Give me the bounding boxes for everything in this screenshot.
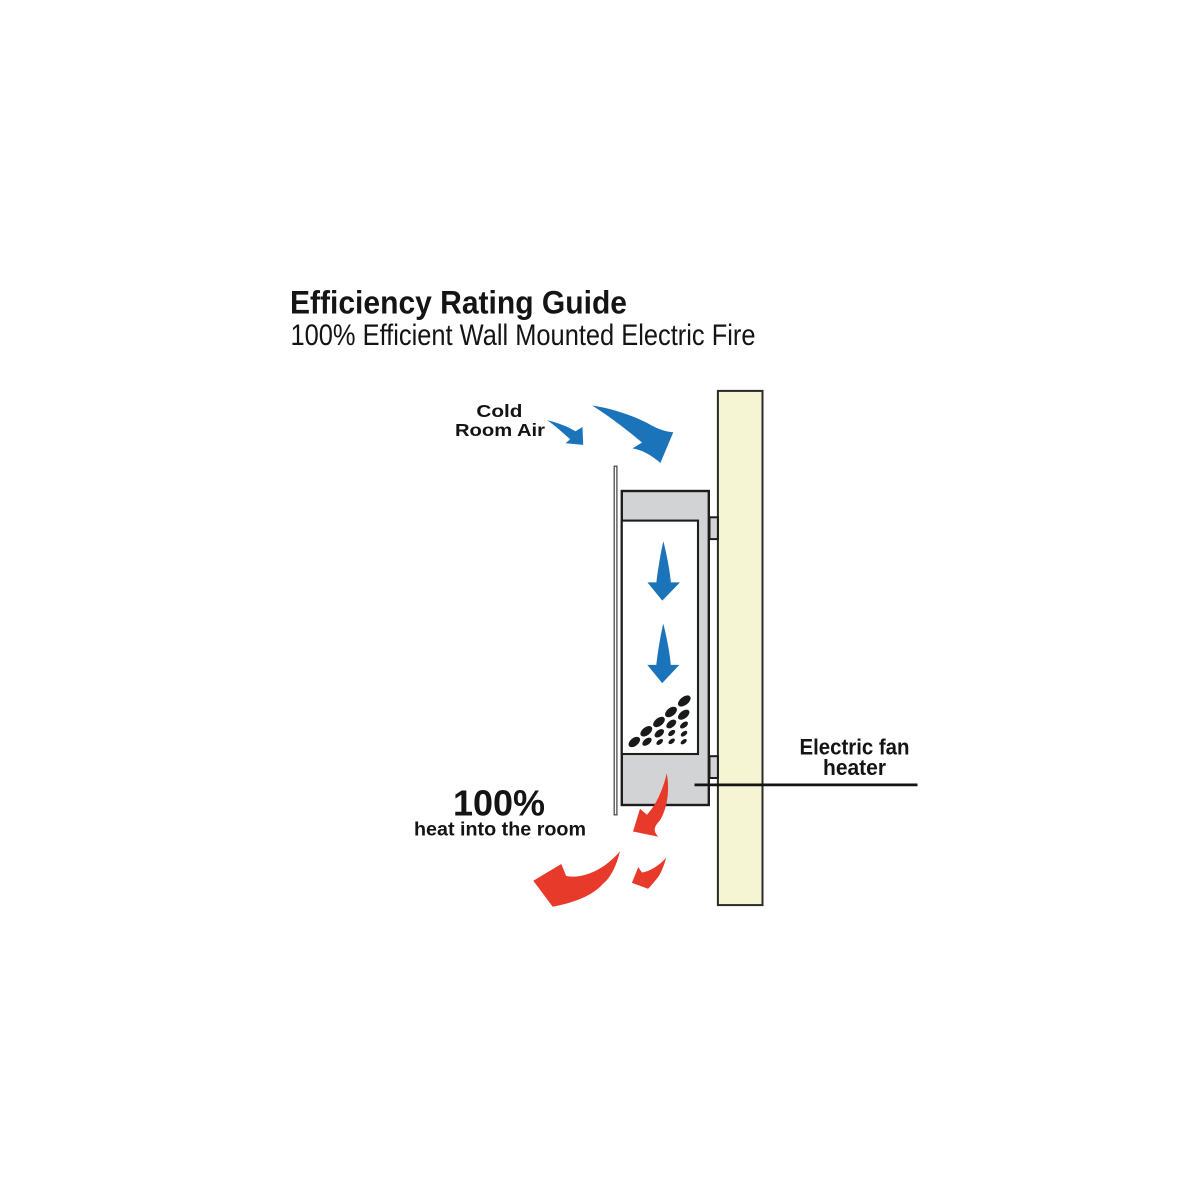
svg-text:Room Air: Room Air xyxy=(455,420,545,440)
svg-text:heat into the room: heat into the room xyxy=(414,818,586,840)
svg-text:Electric fan: Electric fan xyxy=(800,734,910,759)
svg-text:Cold: Cold xyxy=(476,401,522,421)
svg-text:100%: 100% xyxy=(453,783,545,824)
svg-text:heater: heater xyxy=(823,755,886,780)
svg-text:100% Efficient Wall Mounted El: 100% Efficient Wall Mounted Electric Fir… xyxy=(291,319,756,352)
svg-text:Efficiency Rating Guide: Efficiency Rating Guide xyxy=(290,285,627,321)
